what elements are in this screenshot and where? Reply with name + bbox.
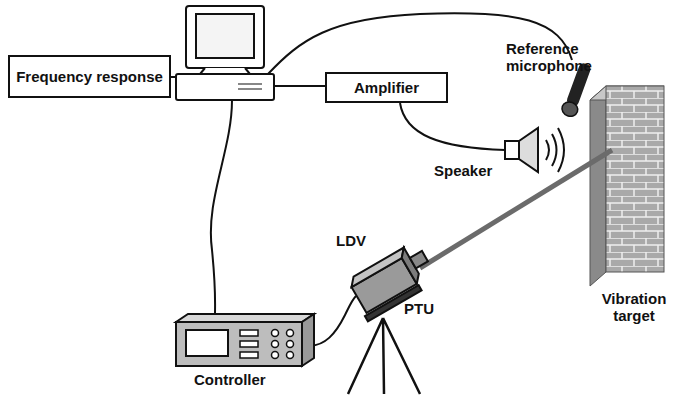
- controller-unit: [176, 314, 314, 366]
- labelled-box: Frequency response: [8, 55, 171, 98]
- box-label: Amplifier: [354, 79, 419, 96]
- microphone-label: Reference microphone: [506, 40, 576, 75]
- laser-beam: [420, 150, 612, 268]
- computer: [176, 6, 274, 100]
- tripod: [348, 318, 420, 394]
- speaker-label: Speaker: [434, 162, 514, 179]
- ldv-label: LDV: [336, 232, 376, 249]
- wire: [211, 100, 232, 314]
- brick-wall: [590, 86, 664, 286]
- speaker-symbol: [505, 128, 564, 172]
- target-label: Vibration target: [596, 290, 672, 325]
- ptu-label: PTU: [404, 300, 444, 317]
- box-label: Frequency response: [16, 68, 163, 85]
- wire: [400, 103, 505, 150]
- wire: [310, 296, 356, 346]
- labelled-box: Amplifier: [325, 72, 448, 103]
- controller-label: Controller: [194, 371, 294, 388]
- wire: [274, 85, 325, 87]
